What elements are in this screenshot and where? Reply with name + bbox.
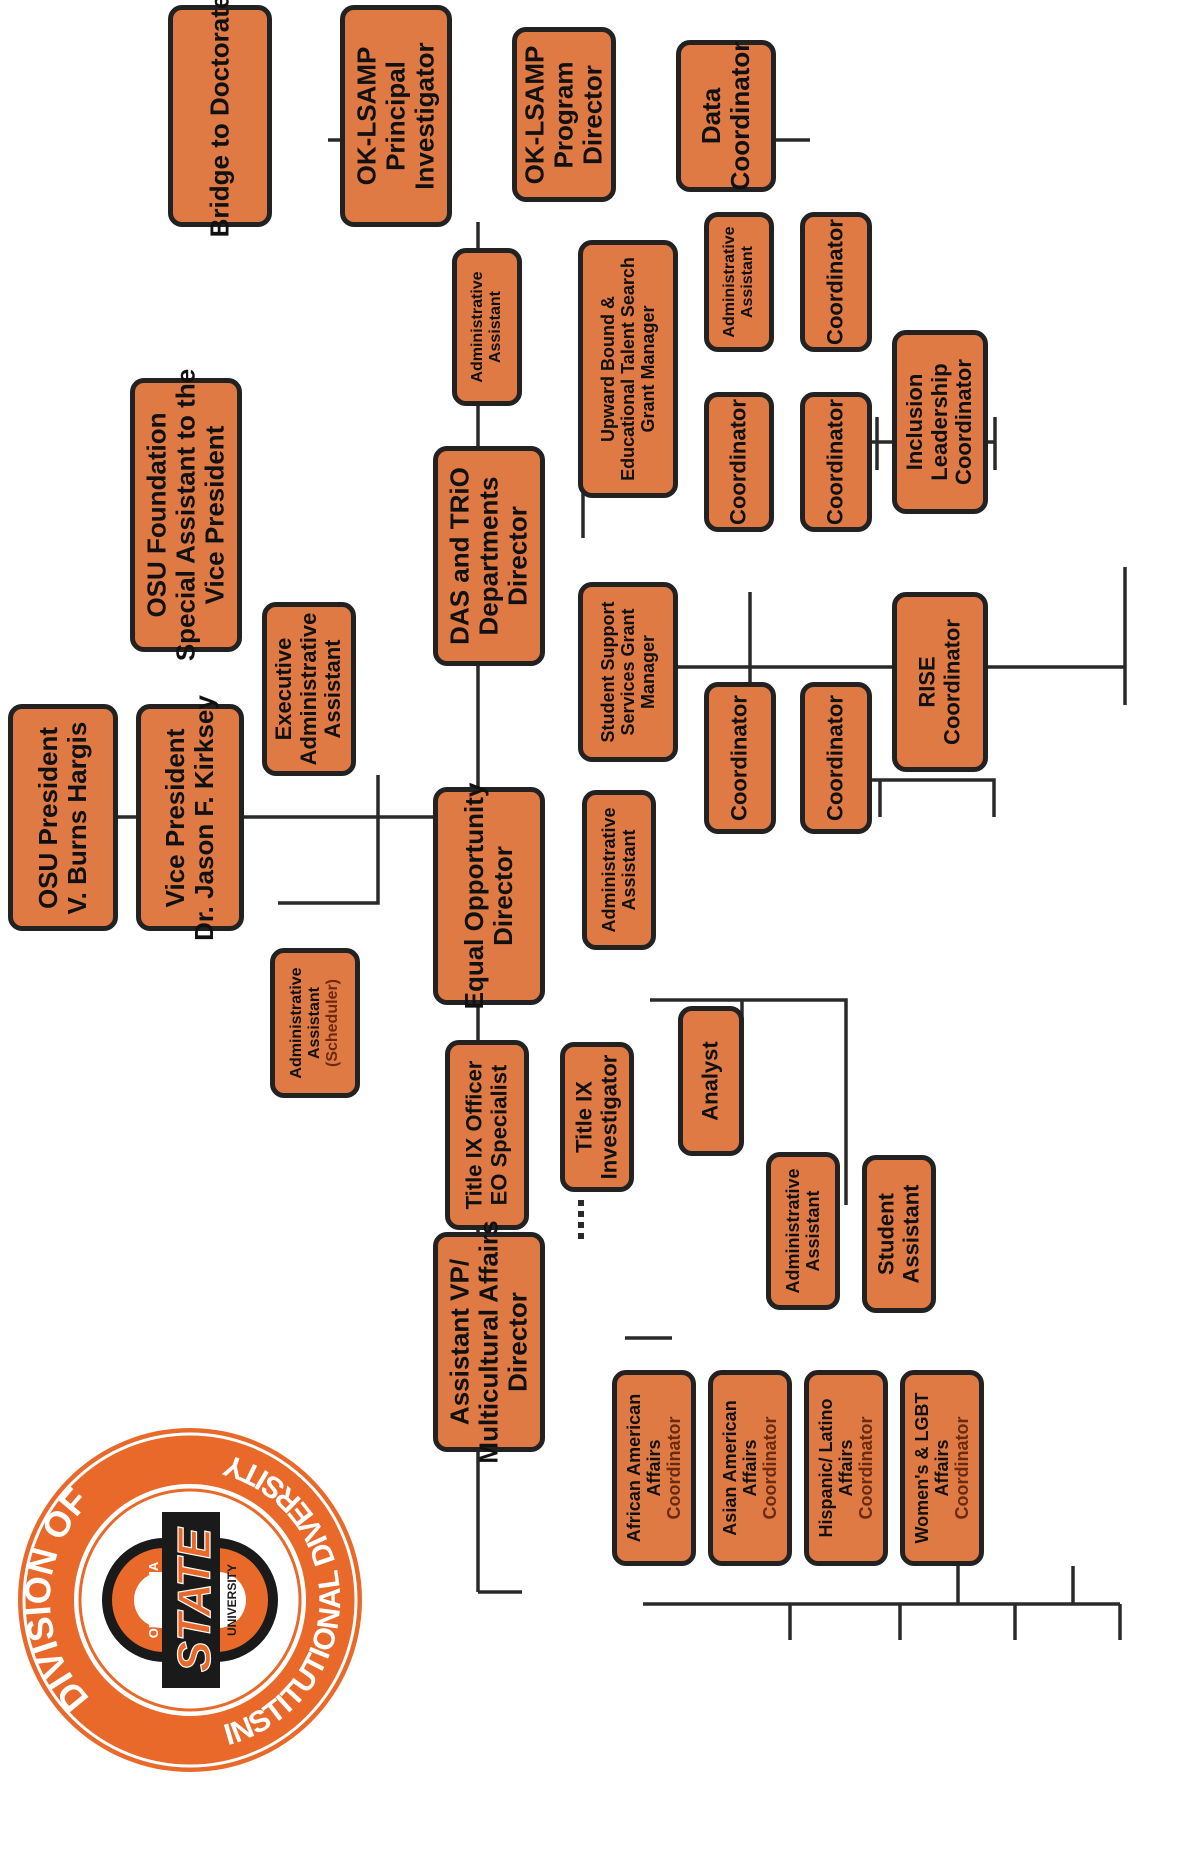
logo-word-oklahoma: OKLAHOMA — [146, 1561, 161, 1638]
logo-word-state: STATE — [168, 1527, 220, 1672]
sss-coordinator-box: Coordinator — [800, 682, 872, 834]
division-logo: DIVISION OF INSTITUTIONAL DIVERSITY OKLA… — [16, 1428, 362, 1772]
upward-bound-coordinator-box: Coordinator — [704, 392, 774, 532]
logo-word-university: UNIVERSITY — [225, 1564, 239, 1636]
upward-bound-coordinator-box: Coordinator — [800, 392, 872, 532]
upward-bound-coordinator-box: Coordinator — [800, 212, 872, 352]
analyst-box: Analyst — [678, 1006, 744, 1156]
bridge-to-doctorate-box: Bridge to Doctorate — [168, 0, 272, 237]
sss-coordinator-box: Coordinator — [704, 682, 776, 834]
